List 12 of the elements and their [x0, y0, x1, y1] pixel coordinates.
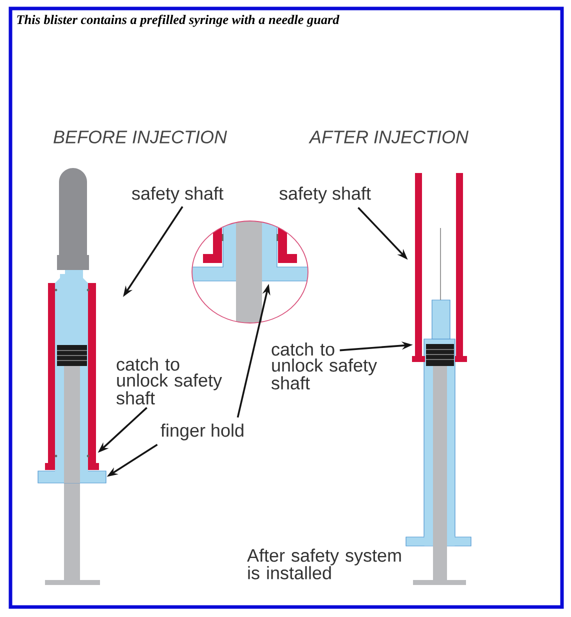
callout-label: catch to unlock safety shaft [116, 358, 222, 404]
syringe-illustration [38, 168, 106, 585]
section-heading: BEFORE INJECTION [54, 130, 228, 144]
syringe-illustration [406, 173, 472, 585]
caption-text: After safety system is installed [247, 548, 401, 580]
callout-label: safety shaft [279, 186, 371, 204]
section-heading: AFTER INJECTION [308, 130, 469, 144]
callout-label: catch to unlock safety shaft [272, 342, 377, 390]
callout-label: finger hold [160, 424, 244, 440]
magnified-view [192, 220, 308, 324]
callout-label: safety shaft [132, 186, 224, 204]
title: This blister contains a prefilled syringe with a needle guard [17, 14, 340, 27]
